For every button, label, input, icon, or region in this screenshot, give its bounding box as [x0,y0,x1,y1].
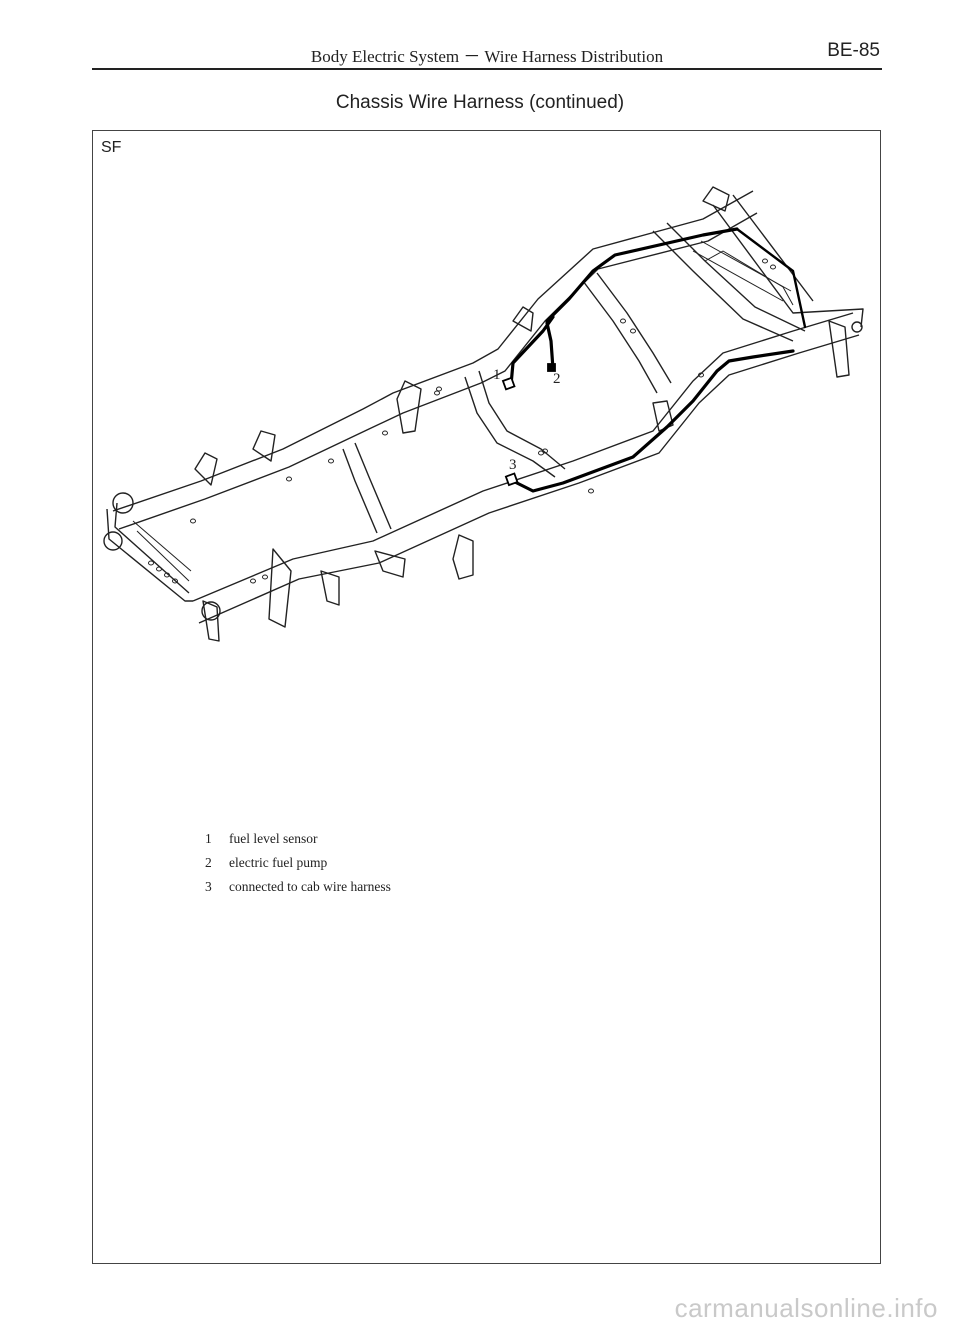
legend-item: 3 connected to cab wire harness [205,875,391,899]
legend-item: 2 electric fuel pump [205,851,391,875]
connector-cab-harness [504,472,519,487]
crossmember-1 [342,442,392,534]
bump-stop [201,601,221,621]
wire-harness [511,349,795,493]
legend-item: 1 fuel level sensor [205,827,391,851]
callout-1: 1 [493,367,501,383]
bracket [268,548,292,628]
callout-3: 3 [509,457,517,473]
frame-rail-upper-lower-edge [118,212,758,530]
legend-number: 3 [205,879,212,894]
legend: 1 fuel level sensor 2 electric fuel pump… [205,827,391,899]
legend-number: 2 [205,855,212,870]
rear-end-member [712,194,864,328]
legend-text: electric fuel pump [229,855,328,870]
wire-harness [545,227,739,323]
bracket [828,320,850,378]
figure-frame: SF [92,130,881,1264]
bracket [452,534,474,580]
callout-2: 2 [553,371,561,387]
connector-fuel-level-sensor [501,376,516,391]
bracket [252,430,276,462]
connector-fuel-pump [547,363,556,372]
page-header: Body Electric System － Wire Harness Dist… [92,38,882,70]
rear-crossmember [652,222,806,342]
crossmember-2 [464,370,566,478]
chassis-frame-diagram: 1 2 3 [103,186,864,642]
bracket [702,186,730,212]
wire-harness [735,227,807,329]
crossmember-3 [582,272,672,394]
frame-rail-lower-lower-edge [198,334,860,624]
legend-number: 1 [205,831,212,846]
legend-text: connected to cab wire harness [229,879,391,894]
figure-code: SF [101,139,122,156]
bracket [652,400,674,432]
bracket [194,452,218,486]
bracket [320,570,340,606]
header-title: Body Electric System － Wire Harness Dist… [310,47,664,66]
watermark: carmanualsonline.info [674,1293,938,1323]
frame-rail-upper [112,190,754,512]
legend-text: fuel level sensor [229,831,318,846]
section-title: Chassis Wire Harness (continued) [335,92,625,113]
frame-rail-lower [192,312,854,602]
bump-stop [112,492,134,514]
bracket [202,600,220,642]
wire-harness-branch [545,321,555,371]
page-number: BE-85 [827,40,880,61]
bracket [396,380,422,434]
bracket [512,306,534,332]
bump-stop [103,531,123,551]
bracket [374,550,406,578]
